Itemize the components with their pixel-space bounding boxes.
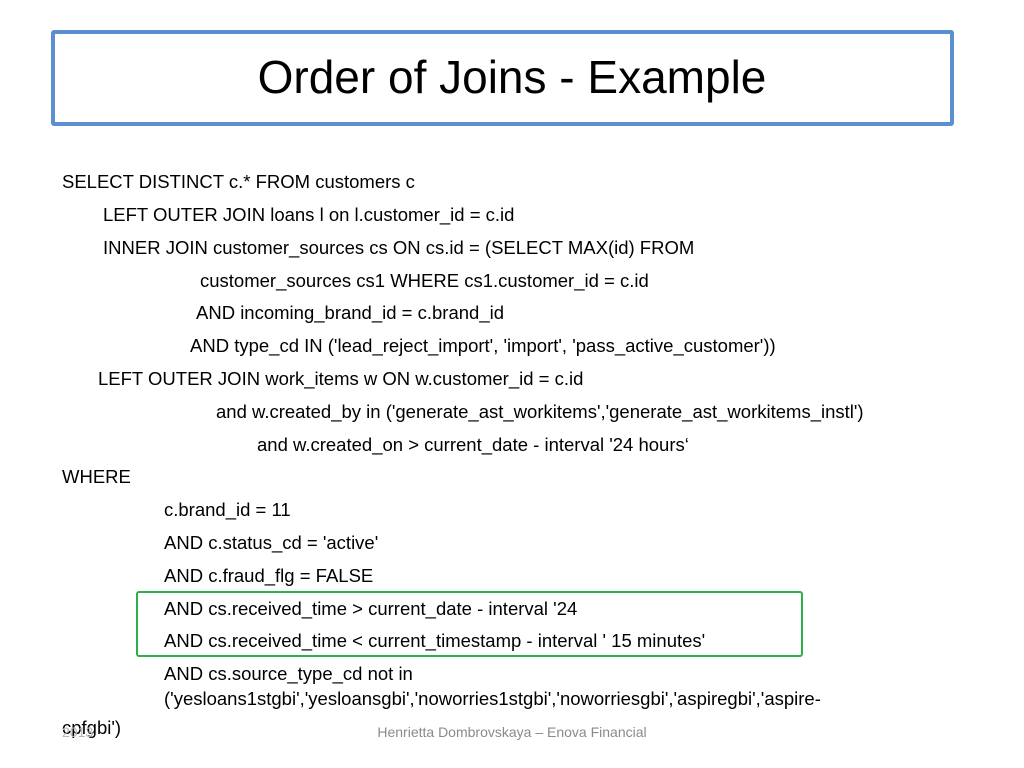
query-line: c.brand_id = 11 <box>164 499 291 520</box>
query-line: AND cs.source_type_cd not in <box>164 663 413 684</box>
query-line: LEFT OUTER JOIN work_items w ON w.custom… <box>98 368 584 389</box>
query-line: ('yesloans1stgbi','yesloansgbi','noworri… <box>164 688 821 709</box>
query-line: WHERE <box>62 466 131 487</box>
query-line: AND c.fraud_flg = FALSE <box>164 565 374 586</box>
query-line: AND c.status_cd = 'active' <box>164 532 379 553</box>
highlight-box <box>136 591 803 657</box>
query-line: cpfgbi') <box>62 717 122 738</box>
query-line: AND type_cd IN ('lead_reject_import', 'i… <box>190 335 776 356</box>
query-line: LEFT OUTER JOIN loans l on l.customer_id… <box>103 204 515 225</box>
title-box <box>51 30 954 126</box>
query-line: customer_sources cs1 WHERE cs1.customer_… <box>200 270 649 291</box>
query-line: AND cs.received_time > current_date - in… <box>164 598 578 619</box>
query-line: and w.created_by in ('generate_ast_worki… <box>216 401 864 422</box>
query-line: and w.created_on > current_date - interv… <box>257 434 689 455</box>
query-line: AND cs.received_time < current_timestamp… <box>164 630 706 651</box>
query-line: INNER JOIN customer_sources cs ON cs.id … <box>103 237 695 258</box>
footer-text: Henrietta Dombrovskaya – Enova Financial <box>377 724 647 740</box>
query-line: SELECT DISTINCT c.* FROM customers c <box>62 171 415 192</box>
query-line: AND incoming_brand_id = c.brand_id <box>196 302 505 323</box>
slide-title: Order of Joins - Example <box>257 51 767 103</box>
footer-year: 2013 <box>62 724 94 740</box>
